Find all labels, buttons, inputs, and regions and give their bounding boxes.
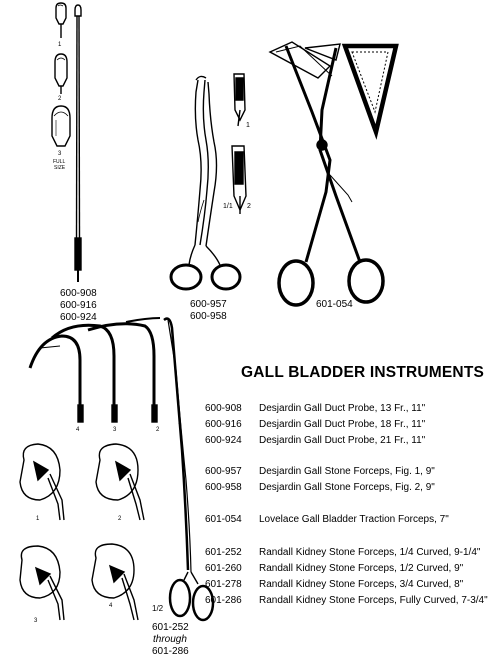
catalog-desc: Desjardin Gall Stone Forceps, Fig. 1, 9": [259, 466, 435, 477]
kidney-illustration-2: [95, 443, 145, 521]
probe-full-label: FULL: [53, 159, 66, 165]
catalog-row: 600-908 Desjardin Gall Duct Probe, 13 Fr.…: [205, 403, 425, 414]
curved-number-4: 4: [76, 427, 80, 433]
randall-curved-forceps: [28, 317, 161, 423]
curved-number-3: 3: [113, 427, 117, 433]
catalog-desc: Randall Kidney Stone Forceps, 3/4 Curved…: [259, 579, 464, 590]
probe-tip-1: [55, 2, 67, 38]
catalog-code: 600-908: [205, 403, 242, 414]
randall-long-forceps: [163, 317, 215, 622]
probe-code-2: 600-916: [60, 300, 97, 311]
kidney-number-3: 3: [34, 618, 38, 624]
randall-range-through: through: [153, 634, 187, 645]
kidney-illustration-3: [19, 545, 65, 621]
catalog-desc: Randall Kidney Stone Forceps, 1/4 Curved…: [259, 547, 481, 558]
catalog-row: 601-278 Randall Kidney Stone Forceps, 3/4…: [205, 579, 463, 590]
catalog-row: 600-958 Desjardin Gall Stone Forceps, Fig…: [205, 482, 435, 493]
catalog-code: 600-916: [205, 419, 242, 430]
stone-forceps-fig-1: 1: [246, 122, 250, 129]
catalog-desc: Randall Kidney Stone Forceps, Fully Curv…: [259, 595, 488, 606]
traction-forceps-jaw: [341, 43, 399, 140]
gall-duct-probe: [74, 4, 82, 282]
kidney-illustration-4: [91, 543, 139, 621]
probe-code-1: 600-908: [60, 288, 97, 299]
catalog-row: 600-957 Desjardin Gall Stone Forceps, Fig…: [205, 466, 435, 477]
stone-forceps-code-2: 600-958: [190, 311, 227, 322]
traction-forceps-code: 601-054: [316, 299, 353, 310]
kidney-illustration-1: [19, 443, 65, 521]
catalog-row: 600-924 Desjardin Gall Duct Probe, 21 Fr.…: [205, 435, 425, 446]
forceps-tip-fig-2: [231, 145, 247, 214]
traction-forceps: [268, 41, 385, 307]
curved-number-2: 2: [156, 427, 160, 433]
catalog-code: 600-957: [205, 466, 242, 477]
probe-size-label: SIZE: [54, 165, 66, 171]
catalog-desc: Desjardin Gall Duct Probe, 21 Fr., 11": [259, 435, 426, 446]
probe-tip-label-2: 2: [58, 96, 62, 102]
catalog-desc: Randall Kidney Stone Forceps, 1/2 Curved…: [259, 563, 464, 574]
catalog-desc: Lovelace Gall Bladder Traction Forceps, …: [259, 514, 449, 525]
kidney-number-1: 1: [36, 516, 40, 522]
probe-tip-3: [51, 105, 71, 147]
stone-forceps-scale: 1/1: [223, 203, 233, 210]
stone-forceps-fig-2: 2: [247, 203, 251, 210]
catalog-code: 601-286: [205, 595, 242, 606]
catalog-desc: Desjardin Gall Duct Probe, 18 Fr., 11": [259, 419, 426, 430]
kidney-number-4: 4: [109, 603, 113, 609]
randall-range-start: 601-252: [152, 622, 189, 633]
catalog-code: 601-278: [205, 579, 242, 590]
catalog-code: 600-958: [205, 482, 242, 493]
probe-tip-label-3: 3: [58, 151, 62, 157]
catalog-row: 600-916 Desjardin Gall Duct Probe, 18 Fr.…: [205, 419, 425, 430]
catalog-row: 601-054 Lovelace Gall Bladder Traction Fo…: [205, 514, 449, 525]
catalog-row: 601-286 Randall Kidney Stone Forceps, Ful…: [205, 595, 488, 606]
randall-range-end: 601-286: [152, 646, 189, 657]
probe-code-3: 600-924: [60, 312, 97, 323]
catalog-desc: Desjardin Gall Duct Probe, 13 Fr., 11": [259, 403, 426, 414]
curved-number-1: 1: [178, 420, 182, 426]
randall-scale: 1/2: [152, 604, 164, 613]
catalog-row: 601-252 Randall Kidney Stone Forceps, 1/4…: [205, 547, 480, 558]
catalog-code: 601-260: [205, 563, 242, 574]
page-title: GALL BLADDER INSTRUMENTS: [241, 364, 485, 381]
forceps-tip-fig-1: [233, 73, 246, 127]
probe-tip-2: [54, 53, 68, 94]
stone-forceps-code-1: 600-957: [190, 299, 227, 310]
catalog-desc: Desjardin Gall Stone Forceps, Fig. 2, 9": [259, 482, 435, 493]
kidney-number-2: 2: [118, 516, 122, 522]
gall-stone-forceps: [169, 75, 242, 291]
catalog-code: 601-252: [205, 547, 242, 558]
probe-tip-label-1: 1: [58, 42, 62, 48]
catalog-code: 600-924: [205, 435, 242, 446]
catalog-row: 601-260 Randall Kidney Stone Forceps, 1/2…: [205, 563, 463, 574]
catalog-code: 601-054: [205, 514, 242, 525]
